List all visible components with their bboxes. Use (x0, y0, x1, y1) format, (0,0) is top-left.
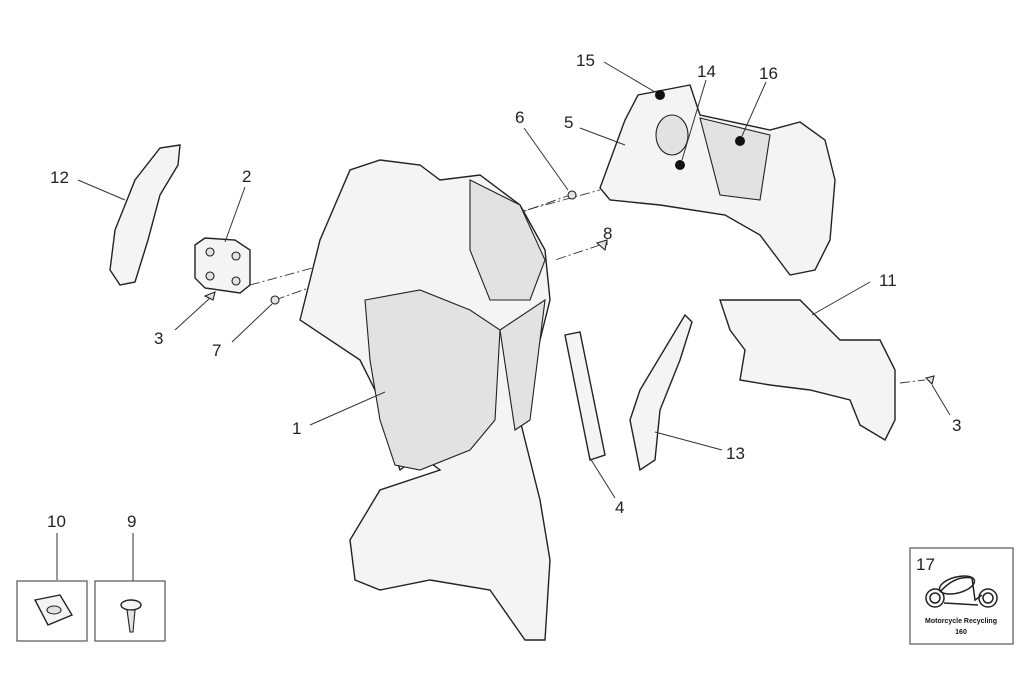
label-2: 2 (242, 167, 251, 186)
label-14: 14 (697, 62, 716, 81)
label-13: 13 (726, 444, 745, 463)
part-10-box (16, 580, 88, 642)
recycling-code: 160 (955, 629, 967, 636)
part-3-screw (203, 291, 216, 301)
part-8-screw (595, 239, 608, 252)
label-5: 5 (564, 113, 573, 132)
sticker-14 (675, 160, 685, 170)
leader-lines (56, 61, 951, 600)
label-4: 4 (615, 498, 624, 517)
label-16: 16 (759, 64, 778, 83)
label-15: 15 (576, 51, 595, 70)
label-17: 17 (916, 555, 935, 574)
part-1-leg-shield (299, 159, 551, 641)
part-3-screw (924, 375, 935, 386)
part-9-box (94, 580, 166, 642)
sticker-16 (735, 136, 745, 146)
part-6-washer (567, 190, 577, 200)
part-12-trim (109, 144, 181, 286)
label-1: 1 (292, 419, 301, 438)
label-9: 9 (127, 512, 136, 531)
part-5-inner-panel (599, 84, 836, 276)
label-10: 10 (47, 512, 66, 531)
assembly-axis (554, 244, 601, 261)
recycling-caption: Motorcycle Recycling (925, 618, 997, 625)
motorcycle-recycling-icon (925, 575, 998, 608)
assembly-axis (899, 379, 926, 384)
label-11: 11 (879, 271, 897, 290)
label-12: 12 (50, 168, 69, 187)
label-7: 7 (212, 341, 221, 360)
part-2-bracket (194, 237, 251, 294)
label-3-left: 3 (154, 329, 163, 348)
sticker-15 (655, 90, 665, 100)
part-7-washer (270, 295, 280, 305)
label-3-right: 3 (952, 416, 961, 435)
label-6: 6 (515, 108, 524, 127)
part-11-cover (719, 299, 896, 441)
recycling-box: 17 Motorcycle Recycling 160 (909, 547, 1014, 645)
part-13-trim (629, 313, 693, 472)
part-4-grille (564, 331, 606, 461)
label-8: 8 (603, 224, 612, 243)
